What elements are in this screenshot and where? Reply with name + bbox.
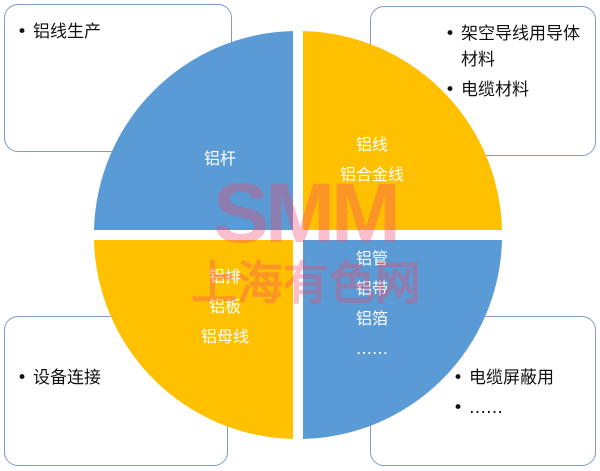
label-line: …… xyxy=(356,339,388,358)
box-item: 架空导线用导体材料 xyxy=(441,21,587,73)
label-line: 铝箔 xyxy=(355,309,388,328)
box-item: 铝线生产 xyxy=(13,19,223,45)
quadrant-bottom-right xyxy=(303,240,502,439)
label-line: 铝线 xyxy=(355,135,388,154)
quadrant-top-left xyxy=(94,31,293,230)
label-line: 铝杆 xyxy=(203,149,236,168)
label-line: 铝板 xyxy=(208,297,241,316)
quadrant-label-top-left: 铝杆 xyxy=(160,144,280,174)
quadrant-label-bottom-left: 铝排 铝板 铝母线 xyxy=(165,262,285,352)
quadrant-label-bottom-right: 铝管 铝带 铝箔 …… xyxy=(312,244,432,364)
label-line: 铝带 xyxy=(355,279,388,298)
box-item: 电缆材料 xyxy=(441,77,587,103)
quadrant-top-right xyxy=(303,31,502,230)
label-line: 铝母线 xyxy=(200,327,249,346)
label-line: 铝排 xyxy=(208,267,241,286)
box-item: …… xyxy=(449,395,587,421)
quadrant-bottom-left xyxy=(94,240,293,439)
box-top-right: 架空导线用导体材料 电缆材料 xyxy=(370,6,596,156)
box-item: 设备连接 xyxy=(13,365,219,391)
label-line: 铝管 xyxy=(355,249,388,268)
quadrant-label-top-right: 铝线 铝合金线 xyxy=(312,130,432,190)
label-line: 铝合金线 xyxy=(339,165,404,184)
box-item: 电缆屏蔽用 xyxy=(449,365,587,391)
